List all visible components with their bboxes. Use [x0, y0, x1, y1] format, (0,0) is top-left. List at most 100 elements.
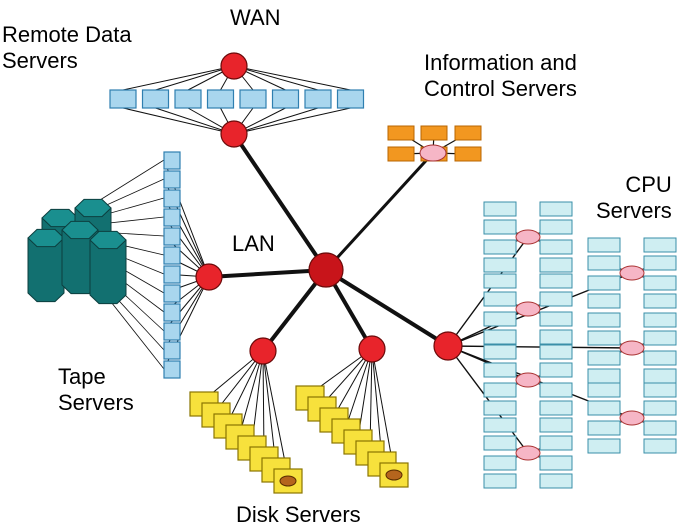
tape-server-box: [163, 284, 181, 303]
cpu-cluster-2-box: [483, 273, 517, 289]
cpu-cluster-2-switch: [515, 301, 541, 317]
remote-server-box: [304, 89, 332, 109]
cpu-cluster-7-box: [587, 438, 621, 454]
cpu-cluster-3-box: [483, 400, 517, 416]
cpu-cluster-6-box: [587, 350, 621, 366]
network-links: [99, 65, 661, 478]
cpu-router-node: [433, 331, 463, 361]
info-switch: [419, 144, 447, 162]
network-nodes: [195, 52, 463, 365]
wan-to-lan-link: [232, 132, 328, 272]
cpu-cluster-6-switch: [619, 340, 645, 356]
cpu-cluster-1-switch: [515, 229, 541, 245]
cpu-cluster-7-box: [587, 420, 621, 436]
tape-server-box: [163, 360, 181, 379]
cpu-cluster-7-box: [643, 438, 677, 454]
info-server-box: [387, 146, 415, 162]
tape-drum-e-top: [89, 230, 127, 250]
tape-servers-label: Tape Servers: [58, 364, 134, 415]
cpu-cluster-5-box: [587, 275, 621, 291]
cpu-cluster-5-box: [643, 293, 677, 309]
cpu-cluster-5-box: [643, 255, 677, 271]
wan-bottom-node: [220, 120, 248, 148]
cpu-cluster-2-box: [539, 291, 573, 307]
disk-router-a-node: [249, 337, 277, 365]
cpu-cluster-2-box: [539, 329, 573, 345]
cpu-cluster-2-box: [539, 311, 573, 327]
cpu-servers-group: [483, 201, 677, 489]
tape-server-box: [163, 208, 181, 227]
tape-server-box: [163, 265, 181, 284]
cpu-cluster-3-box: [539, 400, 573, 416]
cpu-cluster-3-box: [539, 362, 573, 378]
tape-drum-e-side: [89, 239, 127, 305]
cpu-cluster-5-box: [587, 237, 621, 253]
cpu-cluster-6-box: [643, 312, 677, 328]
remote-data-servers-label: Remote Data Servers: [2, 22, 132, 73]
tape-drum-link: [99, 178, 165, 209]
cpu-cluster-4-box: [483, 473, 517, 489]
cpu-cluster-2-box: [483, 329, 517, 345]
cpu-cluster-5-box: [587, 293, 621, 309]
tape-server-box: [163, 151, 181, 170]
wan-bottom-link: [155, 107, 235, 135]
cpu-cluster-6-box: [643, 330, 677, 346]
info-server-box: [387, 125, 415, 141]
disk-server-a-link: [262, 350, 289, 478]
cpu-cluster-4-switch: [515, 445, 541, 461]
cpu-cluster-1-box: [483, 257, 517, 273]
info-server-box: [454, 146, 482, 162]
tape-drum-c-top: [27, 228, 65, 248]
cpu-cluster-4-box: [539, 455, 573, 471]
wan-top-node: [220, 52, 248, 80]
cpu-cluster-4-box: [539, 435, 573, 451]
disk-server-b-link: [345, 348, 373, 428]
wan-top-link: [122, 65, 235, 91]
lan-label: LAN: [232, 231, 275, 256]
cpu-cluster-6-box: [643, 350, 677, 366]
info-to-lan-link: [324, 151, 435, 272]
info-control-servers-group: [387, 125, 482, 162]
cpu-cluster-7-box: [587, 400, 621, 416]
cpu-cluster-6-box: [643, 368, 677, 384]
tape-server-box: [163, 246, 181, 265]
cpu-cluster-7-box: [643, 420, 677, 436]
remote-server-box: [271, 89, 300, 109]
cpu-cluster-1-box: [539, 219, 573, 235]
cpu-cluster-4-box: [539, 473, 573, 489]
cpu-cluster-2-box: [483, 291, 517, 307]
cpu-cluster-5-box: [643, 275, 677, 291]
wan-top-link: [233, 65, 319, 91]
wan-bottom-link: [233, 107, 319, 135]
info-server-box: [454, 125, 482, 141]
tape-server-box: [163, 189, 181, 208]
tape-server-box: [163, 303, 181, 322]
cpu-cluster-7-box: [643, 400, 677, 416]
cpu-cluster-6-box: [587, 330, 621, 346]
cpu-cluster-7-box: [587, 382, 621, 398]
cpu-cluster-2-box: [539, 273, 573, 289]
cpu-cluster-1-box: [539, 201, 573, 217]
disk-servers-label: Disk Servers: [236, 502, 361, 527]
cpu-cluster-1-box: [483, 239, 517, 255]
cpu-cluster-1-box: [539, 239, 573, 255]
disk-server-a-link: [239, 350, 264, 434]
wan-bottom-link: [233, 107, 351, 135]
tape-server-box: [163, 227, 181, 246]
cpu-cluster-4-box: [483, 455, 517, 471]
remote-server-box: [206, 89, 235, 109]
tape-drum-b-top: [74, 198, 112, 218]
cpu-cluster-4-box: [483, 417, 517, 433]
tape-router-node: [195, 263, 223, 291]
tape-drum-d-top: [61, 220, 99, 240]
cpu-cluster-3-box: [483, 382, 517, 398]
remote-server-box: [239, 89, 267, 109]
wan-top-link: [155, 65, 235, 91]
cpu-cluster-5-box: [643, 237, 677, 253]
cpu-cluster-3-box: [539, 344, 573, 360]
info-server-box: [420, 125, 448, 141]
cpu-cluster-4-uplink: [447, 345, 529, 454]
info-control-servers-label: Information and Control Servers: [424, 50, 577, 101]
cpu-cluster-1-box: [483, 219, 517, 235]
cpu-cluster-6-box: [587, 312, 621, 328]
